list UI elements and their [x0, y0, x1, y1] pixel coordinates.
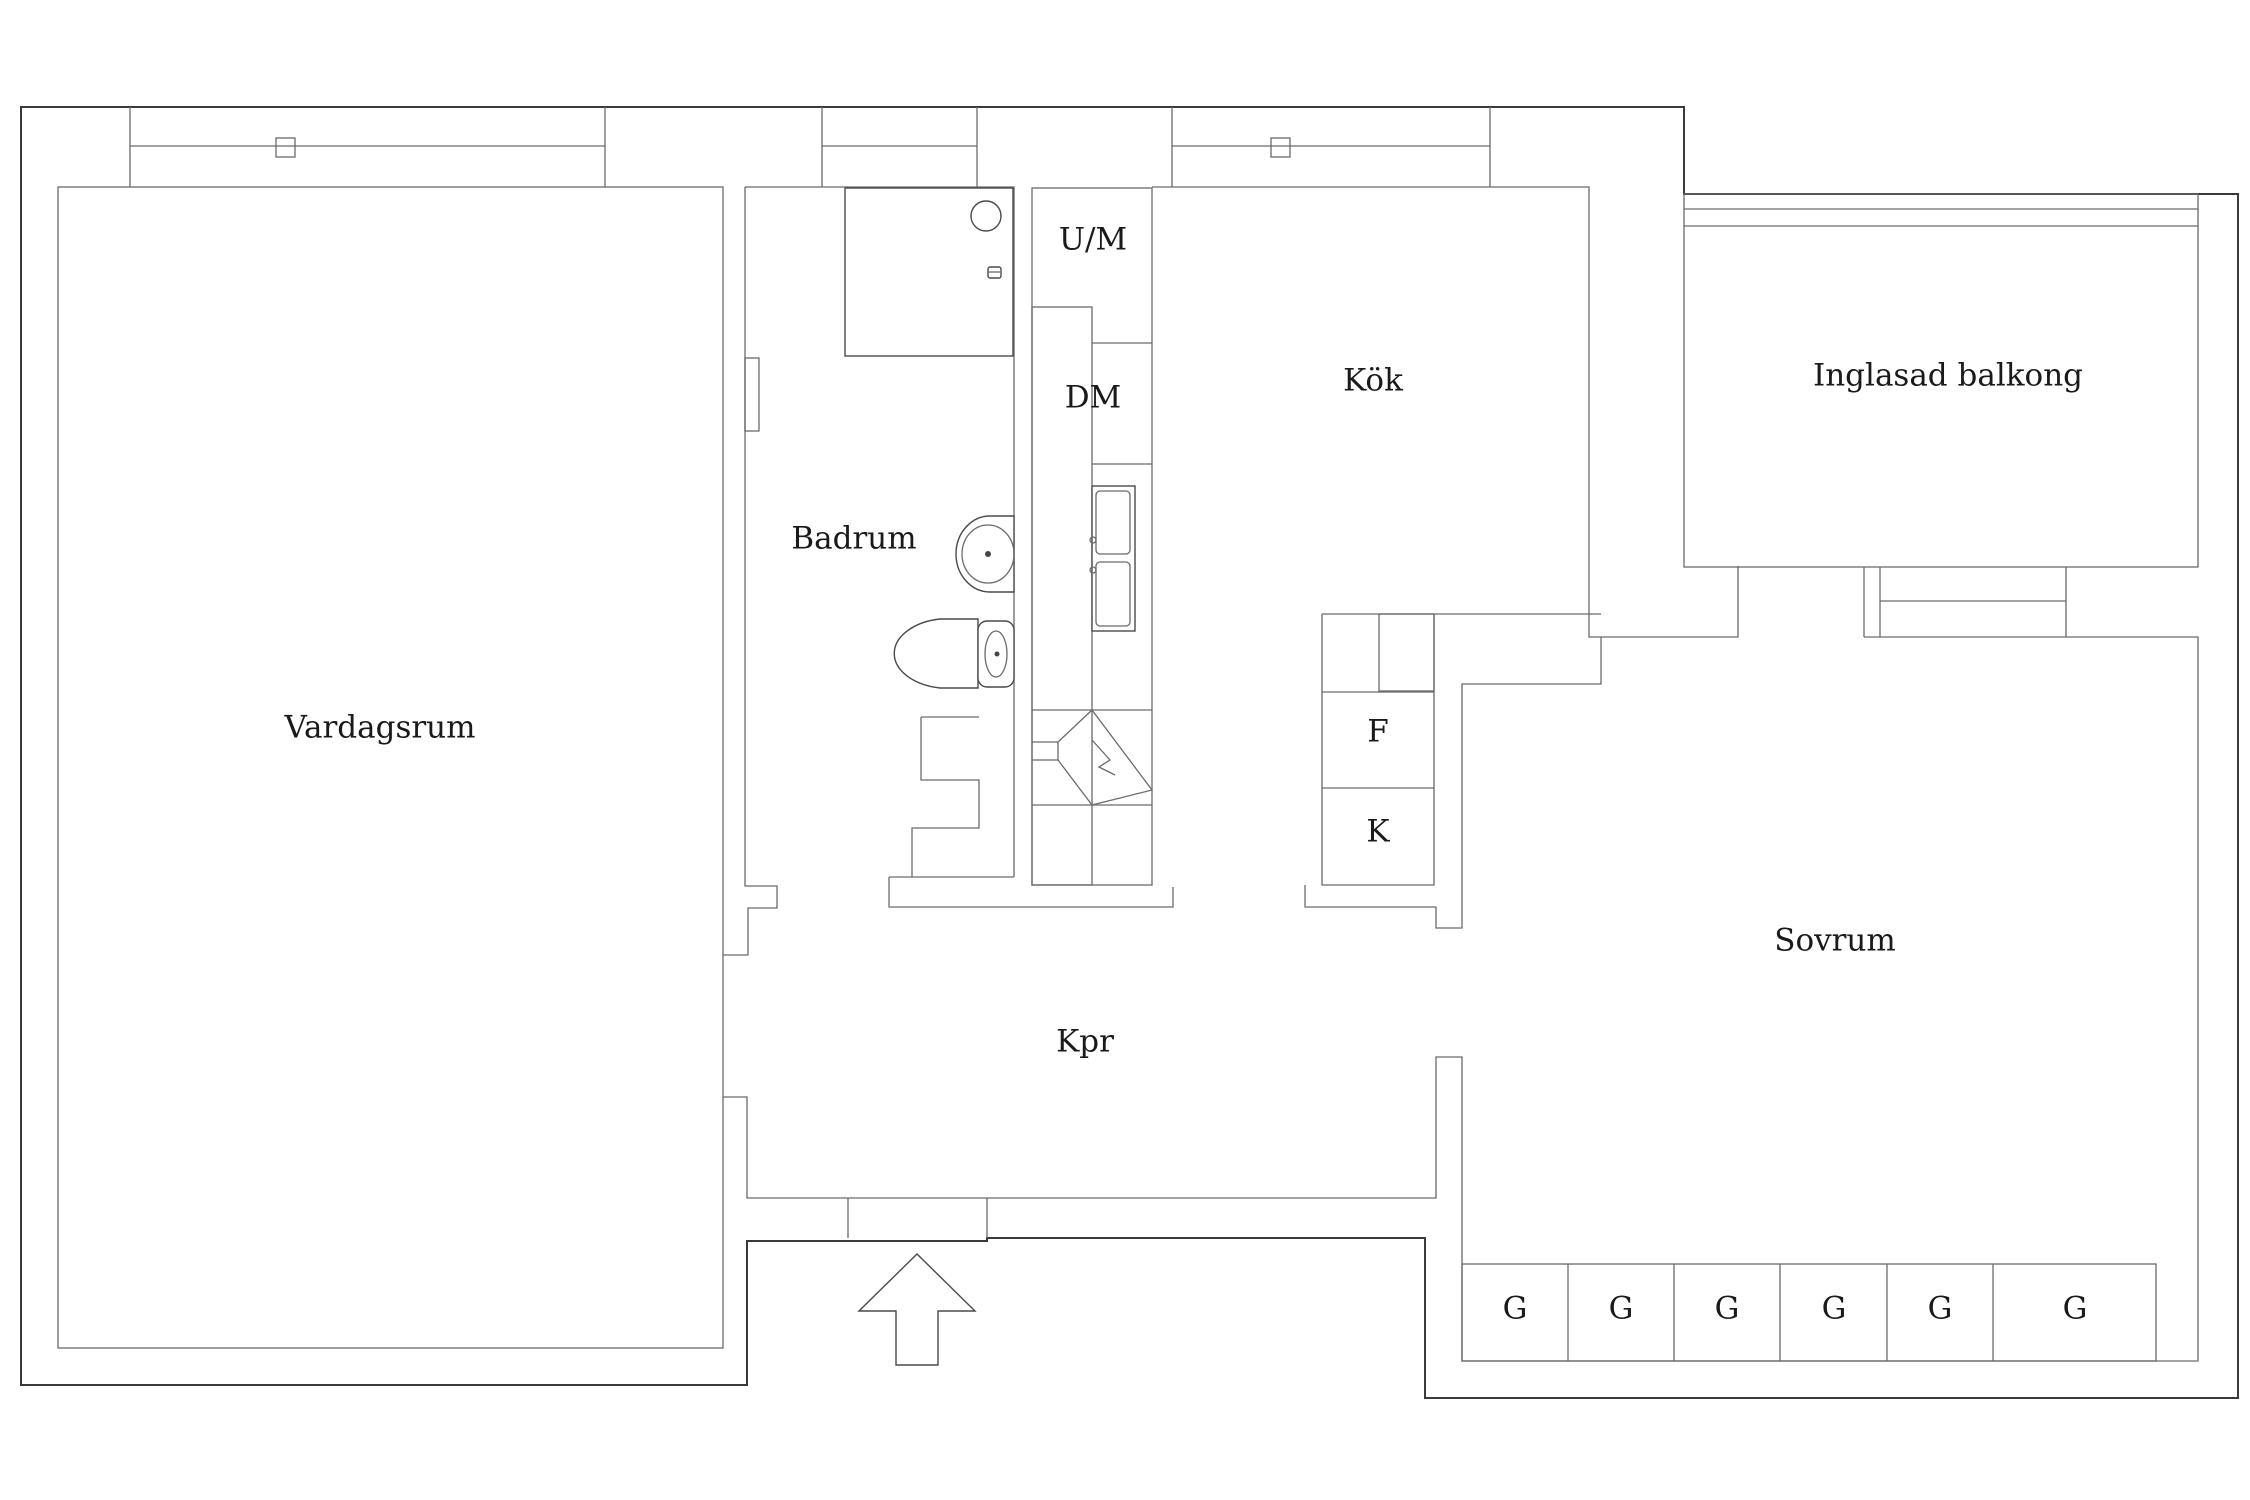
room-label-sovrum: Sovrum	[1774, 923, 1896, 959]
kitchen-appliance	[1378, 613, 1435, 692]
wardrobe-label: G	[1928, 1291, 1953, 1327]
room-label-balkong: Inglasad balkong	[1813, 358, 2083, 394]
room-label-vardagsrum: Vardagsrum	[283, 710, 475, 746]
room-label-um: U/M	[1059, 222, 1127, 258]
window-top-left	[129, 107, 606, 187]
kitchen-bottom-wall	[1304, 637, 1602, 929]
appliance-label-freezer: K	[1366, 814, 1390, 850]
appliance-label-fridge: F	[1367, 714, 1389, 750]
stove-icon	[1032, 709, 1154, 806]
living-room-outline	[57, 186, 724, 1349]
wardrobe-label: G	[1715, 1291, 1740, 1327]
room-label-badrum: Badrum	[791, 521, 916, 557]
sink-icon	[955, 515, 1015, 593]
bathroom-bottom-wall	[888, 876, 1174, 908]
wardrobe-label: G	[1822, 1291, 1847, 1327]
wardrobe-row	[1461, 1263, 2157, 1362]
outer-wall	[20, 106, 2239, 1399]
shower	[844, 187, 1014, 357]
toilet-icon	[893, 618, 1015, 689]
double-sink-icon	[1089, 485, 1136, 632]
kitchen-wall	[1152, 186, 1739, 638]
wardrobe-label: G	[1503, 1291, 1528, 1327]
window-top-right	[1171, 107, 1491, 187]
balcony-outline	[1683, 193, 2199, 568]
window-top-middle	[821, 107, 978, 187]
bathroom-door-leaf	[744, 357, 760, 432]
bathroom-steps	[911, 716, 980, 877]
entrance-arrow-icon	[857, 1253, 977, 1366]
kitchen-fridge-column	[1321, 613, 1601, 886]
room-label-dm: DM	[1065, 380, 1122, 416]
balcony-door	[1863, 567, 2067, 638]
wardrobe-label: G	[1609, 1291, 1634, 1327]
entrance-door-jambs	[847, 1198, 988, 1238]
room-label-hall: Kpr	[1056, 1024, 1114, 1060]
bedroom-wall	[723, 636, 2199, 1362]
room-label-kok: Kök	[1343, 363, 1403, 399]
wardrobe-label: G	[2063, 1291, 2088, 1327]
